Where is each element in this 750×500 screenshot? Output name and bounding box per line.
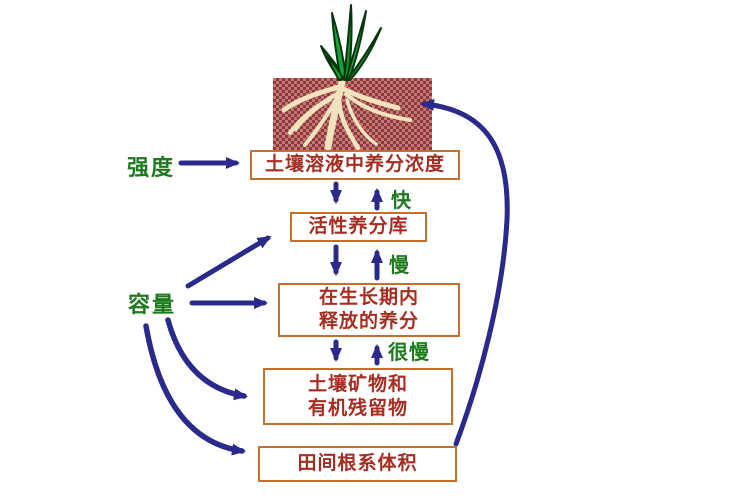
box-field-root-system-volume: 田间根系体积 — [258, 446, 457, 482]
box-minerals-line2: 有机残留物 — [307, 397, 408, 419]
box-nutrients-released-in-growth-period: 在生长期内 释放的养分 — [278, 283, 460, 337]
arrow-root-volume-to-plant — [420, 98, 510, 447]
box-active-nutrient-pool: 活性养分库 — [290, 212, 427, 242]
box-active-pool-label: 活性养分库 — [308, 216, 409, 237]
arrow-capacity-to-minerals — [165, 317, 248, 401]
box-released-line1: 在生长期内 — [318, 287, 419, 308]
box-soil-solution-label: 土壤溶液中养分浓度 — [264, 154, 445, 175]
label-rate-slow: 慢 — [389, 255, 410, 277]
label-rate-very-slow: 很慢 — [388, 342, 430, 364]
box-soil-solution-concentration: 土壤溶液中养分浓度 — [250, 150, 460, 180]
label-intensity: 强度 — [127, 155, 176, 180]
plant-roots — [281, 78, 412, 151]
box-minerals-line1: 土壤矿物和 — [307, 373, 408, 395]
arrow-capacity-to-active-pool — [185, 235, 272, 289]
label-rate-fast: 快 — [391, 190, 412, 212]
arrow-capacity-to-root-volume — [143, 323, 246, 456]
label-capacity: 容量 — [128, 292, 177, 317]
plant-leaves — [320, 4, 382, 81]
flow-arrows — [143, 98, 510, 456]
box-released-line2: 释放的养分 — [318, 311, 419, 332]
box-root-volume-label: 田间根系体积 — [297, 453, 418, 474]
box-soil-minerals-organic-residues: 土壤矿物和 有机残留物 — [263, 368, 453, 425]
